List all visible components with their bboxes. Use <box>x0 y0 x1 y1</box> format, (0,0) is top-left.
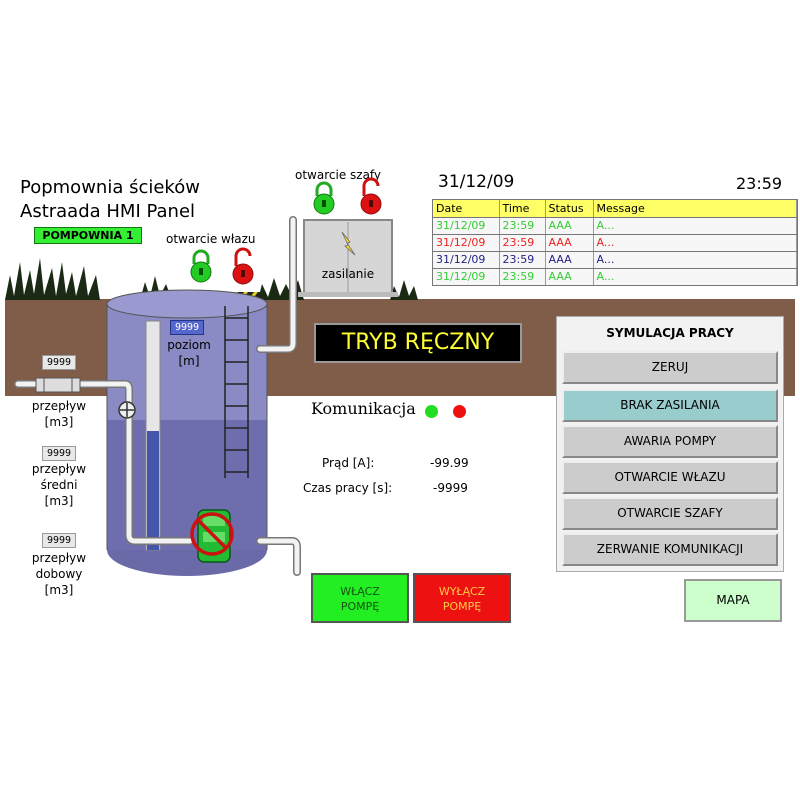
daily-flow-value: 9999 <box>42 533 76 548</box>
current-label: Prąd [A]: <box>322 456 375 470</box>
avg-flow-label-text: przepływ <box>31 462 87 476</box>
flow-label-unit: [m3] <box>44 415 74 429</box>
daily-flow-label-unit: [m3] <box>44 583 74 597</box>
electrical-cabinet <box>298 219 398 297</box>
cell-date: 31/12/09 <box>433 251 500 269</box>
runtime-label: Czas pracy [s]: <box>303 481 393 495</box>
pump-on-button[interactable]: WŁĄCZ POMPĘ <box>311 573 409 623</box>
cabinet-open-label: otwarcie szafy <box>295 168 382 182</box>
pump-off-label-1: WYŁĄCZ <box>438 585 486 598</box>
cell-time: 23:59 <box>499 234 546 252</box>
cell-status: AAA <box>545 217 594 235</box>
pump-on-label-2: POMPĘ <box>340 600 380 613</box>
flow-value: 9999 <box>42 355 76 370</box>
avg-flow-value: 9999 <box>42 446 76 461</box>
padlock-closed-icon <box>190 249 212 283</box>
cell-date: 31/12/09 <box>433 268 500 286</box>
flow-label: przepływ [m3] <box>22 398 96 430</box>
lightning-icon <box>341 231 356 256</box>
daily-flow-label-text: przepływ <box>31 551 87 565</box>
pump-off-button[interactable]: WYŁĄCZ POMPĘ <box>413 573 511 623</box>
power-loss-button[interactable]: BRAK ZASILANIA <box>562 389 778 422</box>
pump-on-label-1: WŁĄCZ <box>340 585 380 598</box>
cell-status: AAA <box>545 251 594 269</box>
cell-time: 23:59 <box>499 268 546 286</box>
time-display: 23:59 <box>736 174 783 193</box>
cell-message: A... <box>593 217 797 235</box>
col-message[interactable]: Message <box>593 200 797 218</box>
pipes <box>14 216 301 576</box>
flow-label-text: przepływ <box>31 399 87 413</box>
cell-time: 23:59 <box>499 251 546 269</box>
app-title-line2: Astraada HMI Panel <box>20 201 196 222</box>
communication-error-indicator <box>453 405 466 418</box>
avg-flow-label-sub: średni <box>40 478 78 492</box>
level-label-text: poziom <box>167 338 211 352</box>
valve-icon <box>118 401 136 419</box>
cell-message: A... <box>593 234 797 252</box>
avg-flow-label: przepływ średni [m3] <box>22 461 96 509</box>
table-row[interactable]: 31/12/09 23:59 AAA A... <box>433 268 797 286</box>
col-date[interactable]: Date <box>433 200 500 218</box>
level-value: 9999 <box>170 320 204 335</box>
communication-label: Komunikacja <box>311 399 416 418</box>
cell-date: 31/12/09 <box>433 217 500 235</box>
reset-button[interactable]: ZERUJ <box>562 351 778 384</box>
cell-status: AAA <box>545 234 594 252</box>
hatch-open-button[interactable]: OTWARCIE WŁAZU <box>562 461 778 494</box>
cell-date: 31/12/09 <box>433 234 500 252</box>
avg-flow-label-unit: [m3] <box>44 494 74 508</box>
power-supply-label: zasilanie <box>321 267 375 281</box>
col-status[interactable]: Status <box>545 200 594 218</box>
hatch-open-label: otwarcie włazu <box>166 232 256 246</box>
pump-failure-button[interactable]: AWARIA POMPY <box>562 425 778 458</box>
col-time[interactable]: Time <box>499 200 546 218</box>
cell-message: A... <box>593 268 797 286</box>
daily-flow-label-sub: dobowy <box>35 567 83 581</box>
level-label-unit: [m] <box>178 354 200 368</box>
alarm-table-header: Date Time Status Message <box>433 200 797 218</box>
table-row[interactable]: 31/12/09 23:59 AAA A... <box>433 217 797 235</box>
communication-ok-indicator <box>425 405 438 418</box>
mode-display: TRYB RĘCZNY <box>314 323 522 363</box>
padlock-open-icon <box>360 177 382 215</box>
app-title-line1: Popmownia ścieków <box>20 177 200 198</box>
table-row[interactable]: 31/12/09 23:59 AAA A... <box>433 234 797 252</box>
level-label: poziom [m] <box>160 337 218 369</box>
simulation-title: SYMULACJA PRACY <box>606 326 734 340</box>
cell-message: A... <box>593 251 797 269</box>
comm-loss-button[interactable]: ZERWANIE KOMUNIKACJI <box>562 533 778 566</box>
flow-meter-icon <box>35 377 81 393</box>
date-display: 31/12/09 <box>438 172 515 192</box>
cell-time: 23:59 <box>499 217 546 235</box>
current-value: -99.99 <box>430 456 469 470</box>
station-badge: POMPOWNIA 1 <box>34 227 142 244</box>
cabinet-open-button[interactable]: OTWARCIE SZAFY <box>562 497 778 530</box>
runtime-value: -9999 <box>433 481 468 495</box>
map-button[interactable]: MAPA <box>684 579 782 622</box>
daily-flow-label: przepływ dobowy [m3] <box>22 550 96 598</box>
padlock-closed-icon <box>313 181 335 215</box>
sewage-tank <box>106 289 268 576</box>
cell-status: AAA <box>545 268 594 286</box>
table-row[interactable]: 31/12/09 23:59 AAA A... <box>433 251 797 269</box>
alarm-table[interactable]: Date Time Status Message 31/12/09 23:59 … <box>432 199 798 286</box>
padlock-open-icon <box>232 247 254 285</box>
prohibited-icon <box>190 512 234 556</box>
pump-off-label-2: POMPĘ <box>442 600 482 613</box>
level-gauge <box>145 320 161 551</box>
